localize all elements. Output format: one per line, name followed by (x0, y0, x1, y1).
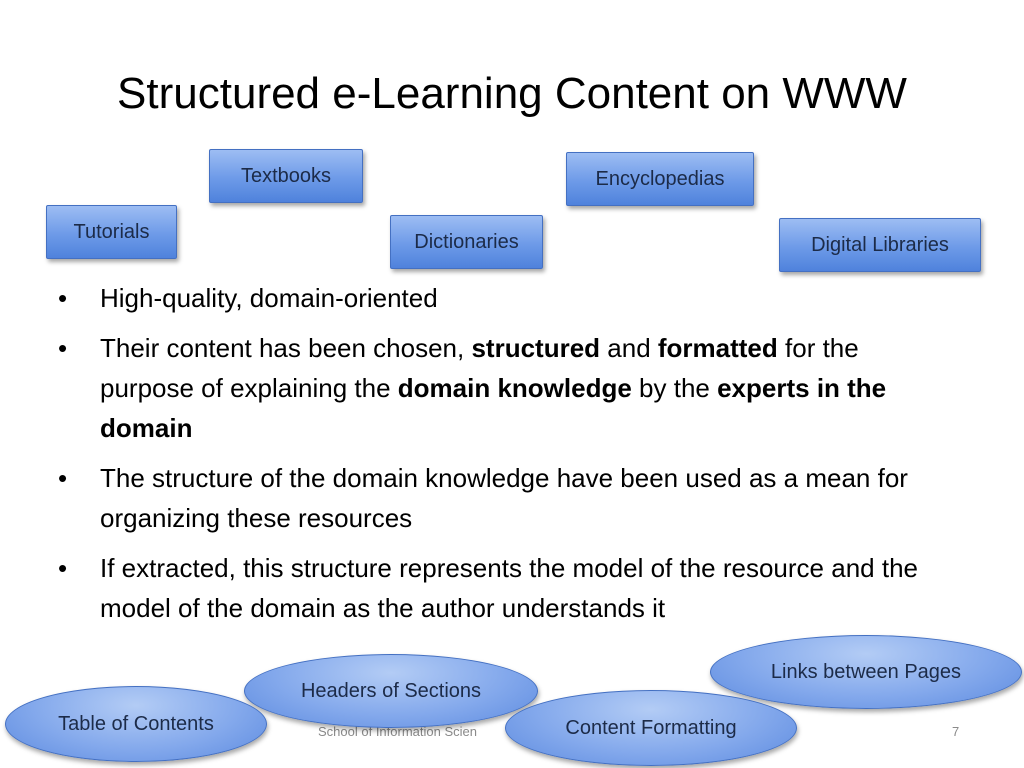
bullet-marker: • (58, 463, 68, 493)
text-segment: If extracted, this structure represents … (100, 553, 918, 623)
bullet-marker: • (58, 333, 68, 363)
bullet-item: • The structure of the domain knowledge … (58, 458, 958, 538)
text-segment: High-quality, domain-oriented (100, 283, 438, 313)
bullet-text: If extracted, this structure represents … (100, 553, 918, 623)
bullet-item: • Their content has been chosen, structu… (58, 328, 958, 448)
page-number: 7 (952, 724, 960, 739)
tag-table-of-contents[interactable]: Table of Contents (5, 686, 267, 762)
tag-digital-libraries[interactable]: Digital Libraries (779, 218, 981, 272)
bullet-marker: • (58, 283, 68, 313)
text-segment: and (600, 333, 658, 363)
tag-encyclopedias[interactable]: Encyclopedias (566, 152, 754, 206)
bold-text: experts in the domain (100, 373, 887, 443)
tag-dictionaries[interactable]: Dictionaries (390, 215, 543, 269)
bullet-text: The structure of the domain knowledge ha… (100, 463, 908, 533)
bullet-item: • High-quality, domain-oriented (58, 278, 958, 318)
bold-text: domain knowledge (397, 373, 632, 403)
tag-tutorials[interactable]: Tutorials (46, 205, 177, 259)
bullet-list: • High-quality, domain-oriented • Their … (58, 278, 958, 638)
tag-textbooks[interactable]: Textbooks (209, 149, 363, 203)
slide-title: Structured e-Learning Content on WWW (117, 69, 907, 118)
tag-links-between-pages[interactable]: Links between Pages (710, 635, 1022, 709)
text-segment: for the purpose of explaining the (100, 333, 859, 403)
text-segment: Their content has been chosen, (100, 333, 472, 363)
footer-text: School of Information Scien (318, 724, 477, 739)
bullet-marker: • (58, 553, 68, 583)
tag-content-formatting[interactable]: Content Formatting (505, 690, 797, 766)
bullet-text: High-quality, domain-oriented (100, 283, 438, 313)
bullet-item: • If extracted, this structure represent… (58, 548, 958, 628)
text-segment: by the (631, 373, 718, 403)
tag-headers-of-sections[interactable]: Headers of Sections (244, 654, 538, 728)
bold-text: structured (471, 333, 601, 363)
bullet-text: Their content has been chosen, structure… (100, 333, 886, 443)
bold-text: formatted (657, 333, 778, 363)
text-segment: The structure of the domain knowledge ha… (100, 463, 908, 533)
